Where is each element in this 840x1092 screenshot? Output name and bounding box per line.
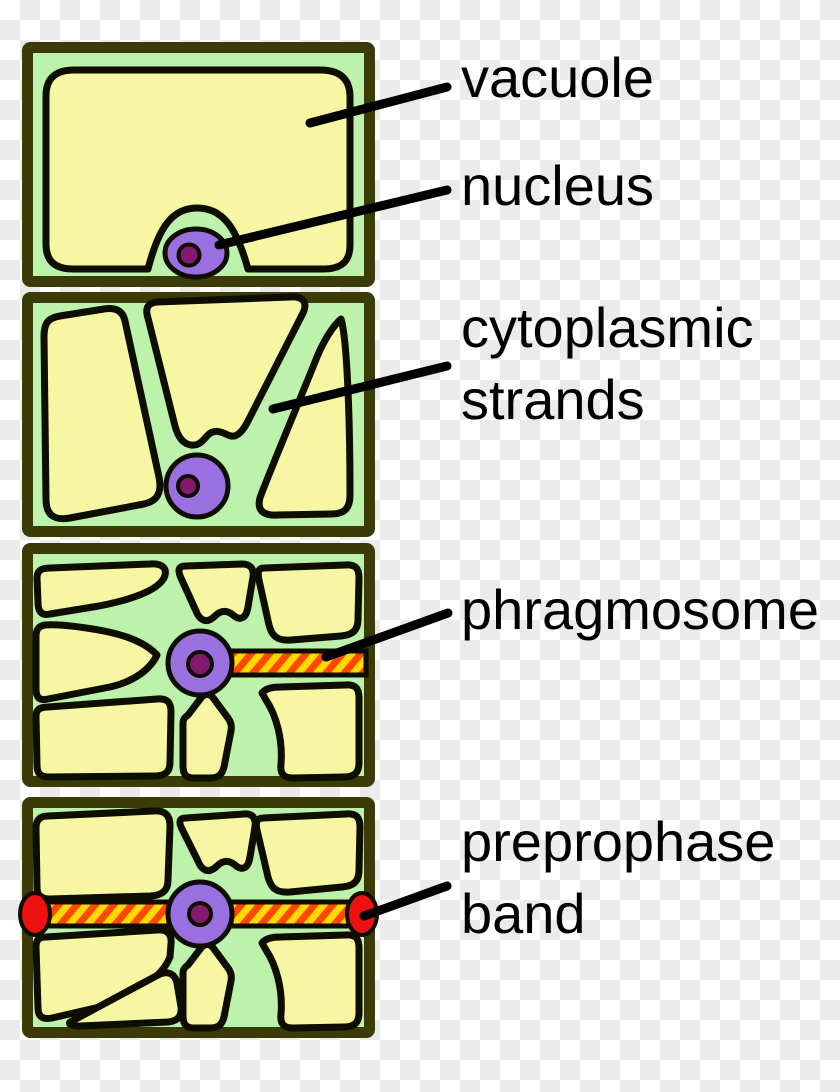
leader-line-vacuole [305,82,452,128]
label-phragmosome: phragmosome [461,578,819,641]
cell-3-vacuole-bottom-right [258,681,363,782]
cell-3-vacuole-top-left [33,560,169,618]
cell-4-vacuole-bottom-right [258,931,363,1032]
preprophase-band-end-left [18,891,52,937]
cell-4-vacuole-bottom-middle [179,940,235,1032]
cell-4 [18,797,379,1038]
cell-4-vacuole-top-left [32,807,174,903]
cell-4-vacuole-bottom-sliver [65,969,185,1030]
label-cytoplasmic-strands: cytoplasmic strands [461,296,754,431]
cell-1-vacuole [42,66,354,273]
leader-line-nucleus [214,185,452,250]
leader-line-phragmosome [321,608,453,662]
cell-2-vacuole-right [255,315,354,519]
cell-2-vacuole-left [40,305,164,523]
cell-4-nucleolus [187,901,213,927]
cell-3 [22,543,375,787]
cell-3-vacuole-bottom-middle [179,690,235,782]
cell-2-nucleolus [176,474,200,498]
cell-4-vacuole-top-right [252,810,364,896]
cell-3-vacuole-left-wedge [32,621,161,704]
label-preprophase-band: preprophase band [461,810,776,945]
leader-line-cytoplasmic-strands [268,361,452,414]
cell-2 [22,292,375,537]
cell-3-nucleolus [186,650,214,678]
label-nucleus: nucleus [461,154,655,217]
cell-2-vacuole-middle [143,293,309,449]
cell-1-nucleolus [176,242,202,268]
leader-line-preprophase-band [359,881,452,921]
label-vacuole: vacuole [461,46,655,109]
cell-3-vacuole-bottom-left [32,695,175,781]
cell-1 [22,42,375,287]
cell-3-vacuole-top-right [254,561,363,644]
cell-3-vacuole-top-middle [175,560,257,625]
